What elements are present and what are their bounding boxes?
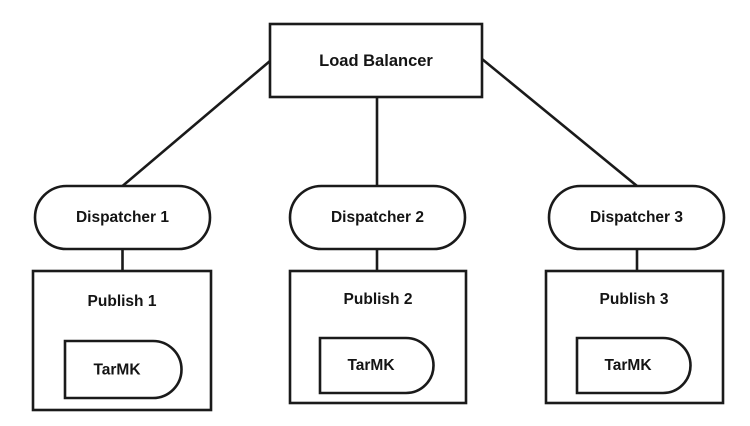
tarmk-1-storage-shape (63, 339, 183, 400)
node-load-balancer[interactable]: Load Balancer (268, 22, 484, 99)
dispatcher-1-label: Dispatcher 1 (76, 209, 169, 226)
tarmk-1-label: TarMK (93, 362, 141, 379)
node-tarmk-2[interactable]: TarMK (318, 336, 435, 395)
branch-2: Dispatcher 2 Publish 2 TarMK (288, 184, 468, 405)
tarmk-3-storage-shape (575, 336, 692, 395)
publish-3-label: Publish 3 (600, 291, 669, 308)
node-publish-3[interactable]: Publish 3 TarMK (544, 269, 725, 405)
tarmk-2-label: TarMK (347, 357, 395, 374)
node-dispatcher-2[interactable]: Dispatcher 2 (288, 184, 467, 251)
publish-2-label: Publish 2 (344, 291, 413, 308)
dispatcher-3-label: Dispatcher 3 (590, 209, 683, 226)
load-balancer-box (268, 22, 484, 99)
dispatcher-3-stadium (547, 184, 726, 251)
tarmk-3-label: TarMK (604, 357, 652, 374)
node-publish-1[interactable]: Publish 1 TarMK (31, 269, 213, 412)
connector-loadbalancer-to-dispatcher-3 (481, 57, 638, 188)
node-tarmk-1[interactable]: TarMK (63, 339, 183, 400)
node-tarmk-3[interactable]: TarMK (575, 336, 692, 395)
publish-1-label: Publish 1 (88, 293, 157, 310)
dispatcher-2-stadium (288, 184, 467, 251)
branch-1: Dispatcher 1 Publish 1 TarMK (31, 184, 213, 412)
load-balancer-label: Load Balancer (319, 52, 433, 70)
node-dispatcher-1[interactable]: Dispatcher 1 (33, 184, 212, 251)
dispatcher-1-stadium (33, 184, 212, 251)
tarmk-2-storage-shape (318, 336, 435, 395)
branch-3: Dispatcher 3 Publish 3 TarMK (544, 184, 726, 405)
node-publish-2[interactable]: Publish 2 TarMK (288, 269, 468, 405)
connector-layer (121, 57, 639, 271)
connector-loadbalancer-to-dispatcher-1 (121, 60, 271, 187)
node-dispatcher-3[interactable]: Dispatcher 3 (547, 184, 726, 251)
dispatcher-2-label: Dispatcher 2 (331, 209, 424, 226)
